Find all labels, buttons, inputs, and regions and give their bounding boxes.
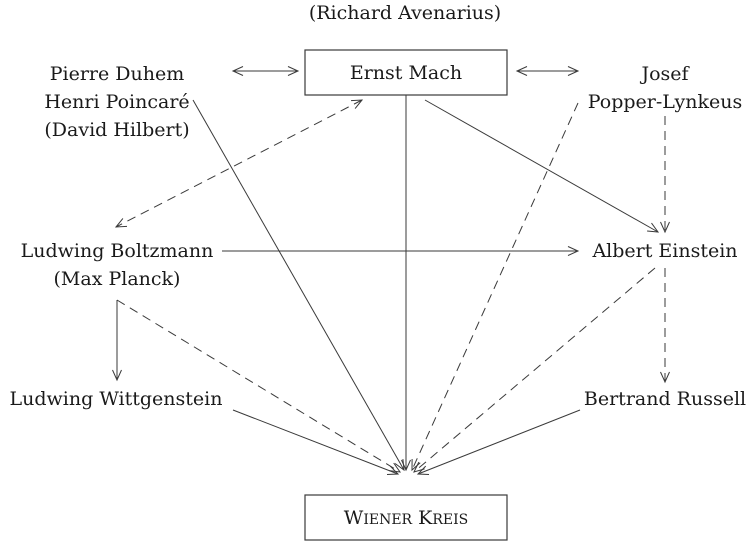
node-avenarius-label: (Richard Avenarius) xyxy=(309,2,501,24)
node-wittgenstein-label: Ludwing Wittgenstein xyxy=(10,388,223,410)
edge-einstein-to-wiener-kreis xyxy=(413,267,656,473)
node-wiener-kreis-label: WIENER KREIS xyxy=(344,507,468,529)
edge-russell-to-wiener-kreis xyxy=(416,409,581,475)
node-boltzmann-line-2: (Max Planck) xyxy=(54,268,181,290)
node-wiener-kreis: WIENER KREIS xyxy=(304,494,508,541)
node-mach-box xyxy=(304,49,508,96)
edge-mach-to-wiener-kreis xyxy=(401,95,411,472)
edge-mach-to-popper-lynkeus xyxy=(515,66,580,76)
node-duhem-group: Pierre Duhem Henri Poincaré (David Hilbe… xyxy=(44,63,189,141)
node-popper-line-1: Josef xyxy=(639,63,690,85)
edge-popper-lynkeus-to-wiener-kreis xyxy=(411,102,579,472)
node-wiener-kreis-box xyxy=(304,494,508,541)
node-mach: Ernst Mach xyxy=(304,49,508,96)
node-boltzmann-line-1: Ludwing Boltzmann xyxy=(21,240,214,262)
edge-duhem-group-to-wiener-kreis xyxy=(192,99,405,472)
node-duhem-line-1: Pierre Duhem xyxy=(50,63,185,85)
node-popper-line-2: Popper-Lynkeus xyxy=(588,91,743,113)
node-mach-label: Ernst Mach xyxy=(350,62,462,84)
edges-layer xyxy=(112,66,670,475)
edge-mach-to-einstein xyxy=(424,99,660,233)
node-avenarius: (Richard Avenarius) xyxy=(309,2,501,24)
node-einstein: Albert Einstein xyxy=(591,240,737,262)
edge-wittgenstein-to-wiener-kreis xyxy=(232,409,400,475)
edge-boltzmann-to-einstein xyxy=(222,246,580,256)
edge-einstein-to-russell xyxy=(660,268,670,384)
node-duhem-line-2: Henri Poincaré xyxy=(44,91,189,113)
edge-mach-to-boltzmann xyxy=(114,99,364,228)
node-popper-lynkeus: Josef Popper-Lynkeus xyxy=(588,63,743,113)
node-einstein-label: Albert Einstein xyxy=(591,240,737,262)
edge-popper-lynkeus-to-einstein xyxy=(660,116,670,234)
edge-boltzmann-to-wiener-kreis xyxy=(116,299,402,473)
node-boltzmann: Ludwing Boltzmann (Max Planck) xyxy=(21,240,214,290)
node-russell-label: Bertrand Russell xyxy=(584,388,746,410)
edge-duhem-group-to-mach xyxy=(231,66,300,76)
edge-boltzmann-to-wittgenstein xyxy=(112,300,122,382)
node-wittgenstein: Ludwing Wittgenstein xyxy=(10,388,223,410)
node-duhem-line-3: (David Hilbert) xyxy=(44,119,189,141)
node-russell: Bertrand Russell xyxy=(584,388,746,410)
